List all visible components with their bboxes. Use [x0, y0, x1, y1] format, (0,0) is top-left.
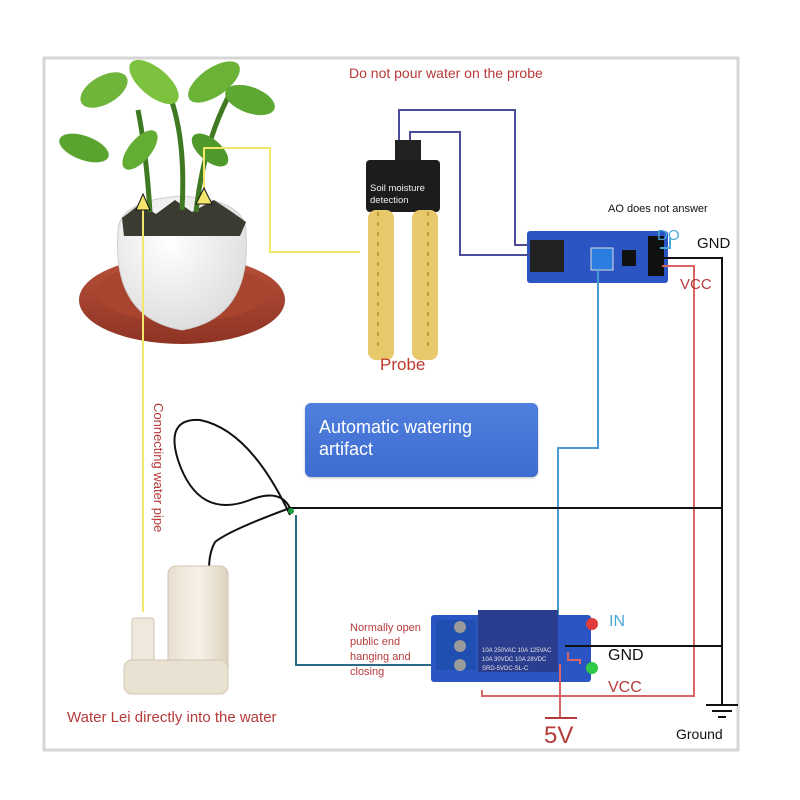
relay-note-2: public end: [350, 636, 401, 648]
relay-model: SRD-5VDC-SL-C: [482, 666, 529, 672]
power-label: 5V: [544, 722, 574, 749]
vcc-relay-label: VCC: [608, 679, 642, 696]
arrow-probe: [195, 186, 213, 205]
relay-note-4: closing: [350, 666, 385, 678]
ground-label: Ground: [676, 726, 723, 742]
relay-rating-1: 10A 250VAC 10A 125VAC: [482, 648, 552, 654]
gnd-relay-label: GND: [608, 647, 644, 664]
probe-board-label: Soil moisture detection: [370, 183, 425, 206]
water-pump: [123, 565, 229, 695]
relay-rating-2: 10A 30VDC 10A 28VDC: [482, 657, 547, 663]
pump-label: Water Lei directly into the water: [67, 709, 277, 726]
arrow-pipe: [135, 192, 151, 211]
ao-note-label: AO does not answer: [608, 203, 708, 215]
in-pin-label: IN: [609, 613, 625, 630]
do-pin-label: DO: [657, 227, 680, 244]
red-wire-sensor-vcc: [481, 265, 695, 697]
ground-symbol: [706, 704, 738, 718]
purple-wire-2: [409, 131, 530, 256]
blue-wire-do: [660, 238, 671, 249]
sensor-module: [527, 231, 668, 283]
relay-note-3: hanging and: [350, 651, 411, 663]
teal-wire-pump: [295, 515, 455, 666]
banner-line-1: Automatic watering: [319, 417, 473, 437]
red-wire-relay-vcc: [567, 652, 581, 664]
purple-wire-1: [398, 109, 530, 246]
banner-line-2: artifact: [319, 439, 374, 459]
plant-pot-image: [59, 59, 285, 344]
pump-cable: [173, 418, 291, 516]
gnd-sensor-label: GND: [697, 235, 731, 252]
vcc-sensor-label: VCC: [680, 276, 712, 293]
title-banner: Automatic watering artifact: [305, 403, 538, 477]
pipe-label: Connecting water pipe: [151, 403, 166, 533]
soil-probe: [366, 140, 440, 360]
relay-note-1: Normally open: [350, 622, 421, 634]
warning-label: Do not pour water on the probe: [349, 65, 543, 81]
probe-label: Probe: [380, 355, 426, 374]
frame: [42, 56, 740, 752]
yellow-wire-probe: [203, 147, 360, 253]
relay-module: 10A 250VAC 10A 125VAC 10A 30VDC 10A 28VD…: [431, 610, 598, 682]
blue-wire-signal: [557, 270, 599, 632]
black-wire-sensor-gnd: [662, 257, 723, 705]
